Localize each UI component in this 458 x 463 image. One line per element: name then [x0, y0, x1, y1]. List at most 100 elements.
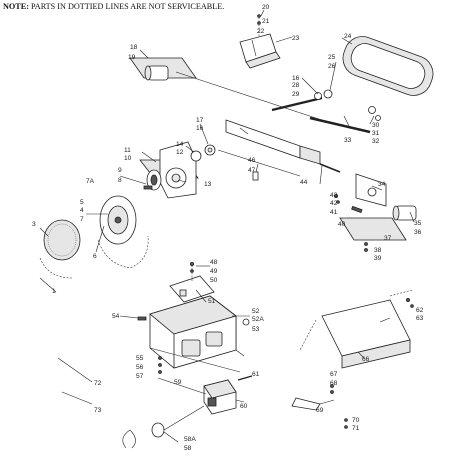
callout-label: 73: [94, 407, 102, 414]
callout-label: 7A: [86, 178, 95, 185]
washer-28: [314, 92, 322, 100]
bracket-23: [239, 33, 281, 69]
bolt-43: [333, 193, 338, 198]
callout-label: 47: [248, 167, 256, 174]
belt-24: [342, 36, 434, 96]
callout-label: 8: [118, 177, 122, 184]
callout-label: 36: [414, 229, 422, 236]
callout-label: 10: [124, 155, 132, 162]
callout-label: 17: [196, 117, 204, 124]
callout-label: 60: [240, 403, 248, 410]
callout-label: 22: [257, 28, 265, 35]
callout-label: 9: [118, 167, 122, 174]
foot-57: [158, 370, 162, 374]
callout-label: 58: [184, 445, 192, 452]
roller-36: [392, 205, 417, 221]
screw-46: [252, 171, 259, 181]
callout-label: 42: [330, 200, 338, 207]
callout-label: 58A: [184, 436, 196, 443]
callout-label: 66: [362, 356, 370, 363]
screw-62: [405, 297, 410, 302]
callout-label: 13: [204, 181, 212, 188]
note-body: PARTS IN DOTTIED LINES ARE NOT SERVICEAB…: [30, 2, 225, 11]
roller-19: [144, 65, 169, 81]
callout-label: 67: [330, 371, 338, 378]
bearing-14: [190, 150, 202, 162]
base-housing-52: [149, 295, 245, 373]
callout-label: 20: [262, 4, 270, 11]
callout-label: 51: [208, 298, 216, 305]
callout-label: 16: [196, 125, 204, 132]
leader-lines: [39, 9, 415, 443]
screw-54: [137, 316, 147, 321]
callout-label: 34: [378, 181, 386, 188]
axis-line-top: [175, 71, 341, 127]
foot-55: [158, 356, 162, 360]
callout-label: 29: [292, 91, 300, 98]
callout-label: 41: [330, 209, 338, 216]
disc-plate-5: [99, 195, 137, 245]
axis-line-mid: [217, 149, 301, 177]
callout-label: 35: [414, 220, 422, 227]
callout-label: 50: [210, 277, 218, 284]
callout-label: 18: [130, 44, 138, 51]
callout-label: 52A: [252, 316, 264, 323]
handle-69: [291, 397, 335, 411]
washer-31: [375, 115, 381, 121]
callout-label: 70: [352, 417, 360, 424]
pulley-58: [151, 422, 165, 438]
knob-53: [242, 318, 250, 326]
bearing-25: [323, 89, 333, 99]
callout-label: 44: [300, 179, 308, 186]
washer-63: [410, 304, 414, 308]
switch-60: [203, 379, 237, 415]
arm-end: [299, 145, 321, 165]
disc-guard-dotted: [39, 257, 73, 279]
bracket-34: [355, 173, 387, 207]
callout-label: 32: [372, 138, 380, 145]
callout-label: 5: [80, 199, 84, 206]
callout-label: 49: [210, 268, 218, 275]
arm-frame: [225, 119, 301, 159]
callout-label: 26: [328, 63, 336, 70]
disc-3: [43, 219, 81, 261]
callout-label: 56: [136, 364, 144, 371]
cable-58a: [122, 429, 136, 449]
callout-label: 7: [80, 216, 84, 223]
callout-label: 1: [52, 288, 56, 295]
key-7a: [143, 185, 153, 190]
shaft-33: [309, 116, 371, 134]
callout-label: 68: [330, 380, 338, 387]
frame-66: [299, 289, 413, 369]
callout-label: 11: [124, 147, 131, 154]
pin-70: [344, 418, 348, 422]
callout-label: 52: [252, 308, 260, 315]
spindle-16: [271, 96, 323, 112]
pin-68: [330, 390, 334, 394]
pin-40: [351, 205, 363, 214]
guard-dotted: [97, 235, 149, 269]
callout-label: 6: [93, 253, 97, 260]
callout-label: 38: [374, 247, 382, 254]
callout-label: 63: [416, 315, 424, 322]
screw-39: [364, 248, 368, 252]
callout-label: 14: [176, 141, 184, 148]
cord-61: [237, 375, 253, 381]
note-text: NOTE: PARTS IN DOTTIED LINES ARE NOT SER…: [3, 2, 233, 12]
note-label: NOTE:: [3, 2, 29, 11]
pulley-8: [146, 169, 162, 191]
part-35-plate: [339, 217, 407, 241]
callout-label: 30: [372, 122, 380, 129]
callout-label: 59: [174, 379, 182, 386]
callout-label: 4: [80, 207, 84, 214]
callout-label: 24: [344, 33, 352, 40]
callout-label: 71: [352, 425, 360, 432]
washer-42: [336, 200, 340, 204]
callout-label: 57: [136, 373, 144, 380]
callout-label: 31: [372, 130, 380, 137]
callout-label: 23: [292, 35, 300, 42]
callout-label: 48: [210, 259, 218, 266]
